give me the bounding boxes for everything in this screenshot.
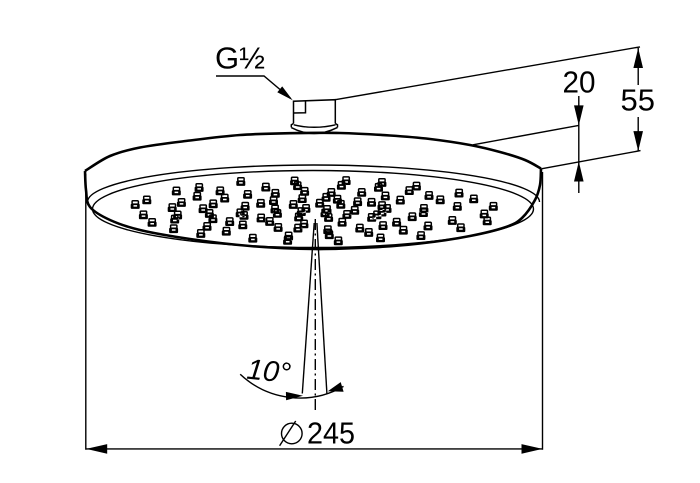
svg-text:10°: 10° bbox=[245, 354, 292, 390]
svg-text:55: 55 bbox=[621, 83, 655, 118]
svg-text:G½: G½ bbox=[215, 41, 265, 76]
svg-text:20: 20 bbox=[563, 65, 596, 100]
svg-text:245: 245 bbox=[307, 416, 355, 451]
